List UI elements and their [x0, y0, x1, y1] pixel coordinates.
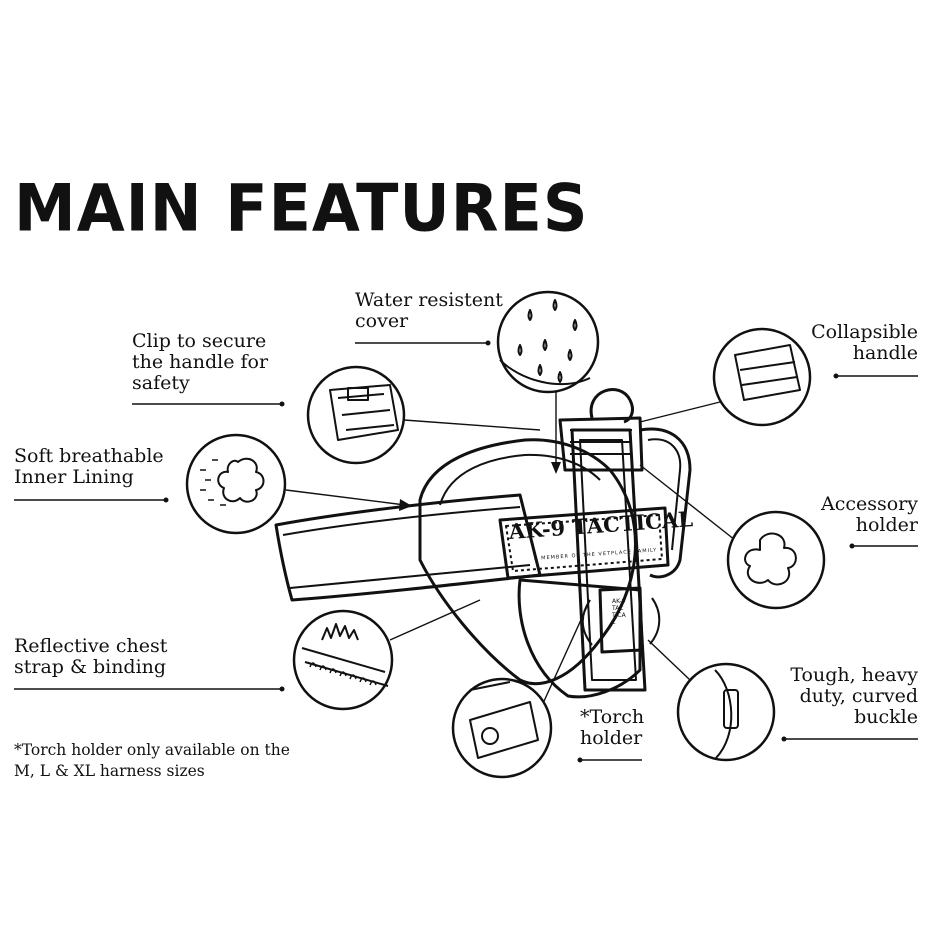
- detail-circle-accessory: [726, 510, 826, 610]
- label-torch-holder: *Torch holder: [580, 706, 645, 749]
- label-curved-buckle: Tough, heavy duty, curved buckle: [790, 664, 918, 728]
- detail-circle-collapsible: [712, 327, 812, 427]
- buckle-tag: AK-9 TACTICAL: [612, 598, 626, 626]
- leader-lines: [14, 340, 918, 763]
- detail-circle-lining: [185, 433, 287, 535]
- detail-circle-clip: [306, 365, 406, 465]
- detail-circle-reflective: [292, 609, 394, 711]
- label-water-resistant-cover: Water resistent cover: [355, 289, 503, 332]
- label-collapsible-handle: Collapsible handle: [811, 321, 918, 364]
- label-reflective-strap: Reflective chest strap & binding: [14, 635, 168, 678]
- detail-circle-water: [496, 290, 600, 394]
- detail-circle-torch: [451, 677, 553, 779]
- page-title: MAIN FEATURES: [14, 169, 589, 247]
- label-accessory-holder: Accessory holder: [820, 493, 918, 536]
- label-inner-lining: Soft breathable Inner Lining: [14, 445, 164, 488]
- detail-circle-buckle: [676, 662, 776, 762]
- harness: [274, 388, 692, 699]
- footnote: *Torch holder only available on the M, L…: [14, 741, 290, 780]
- label-clip-secure-handle: Clip to secure the handle for safety: [132, 330, 269, 394]
